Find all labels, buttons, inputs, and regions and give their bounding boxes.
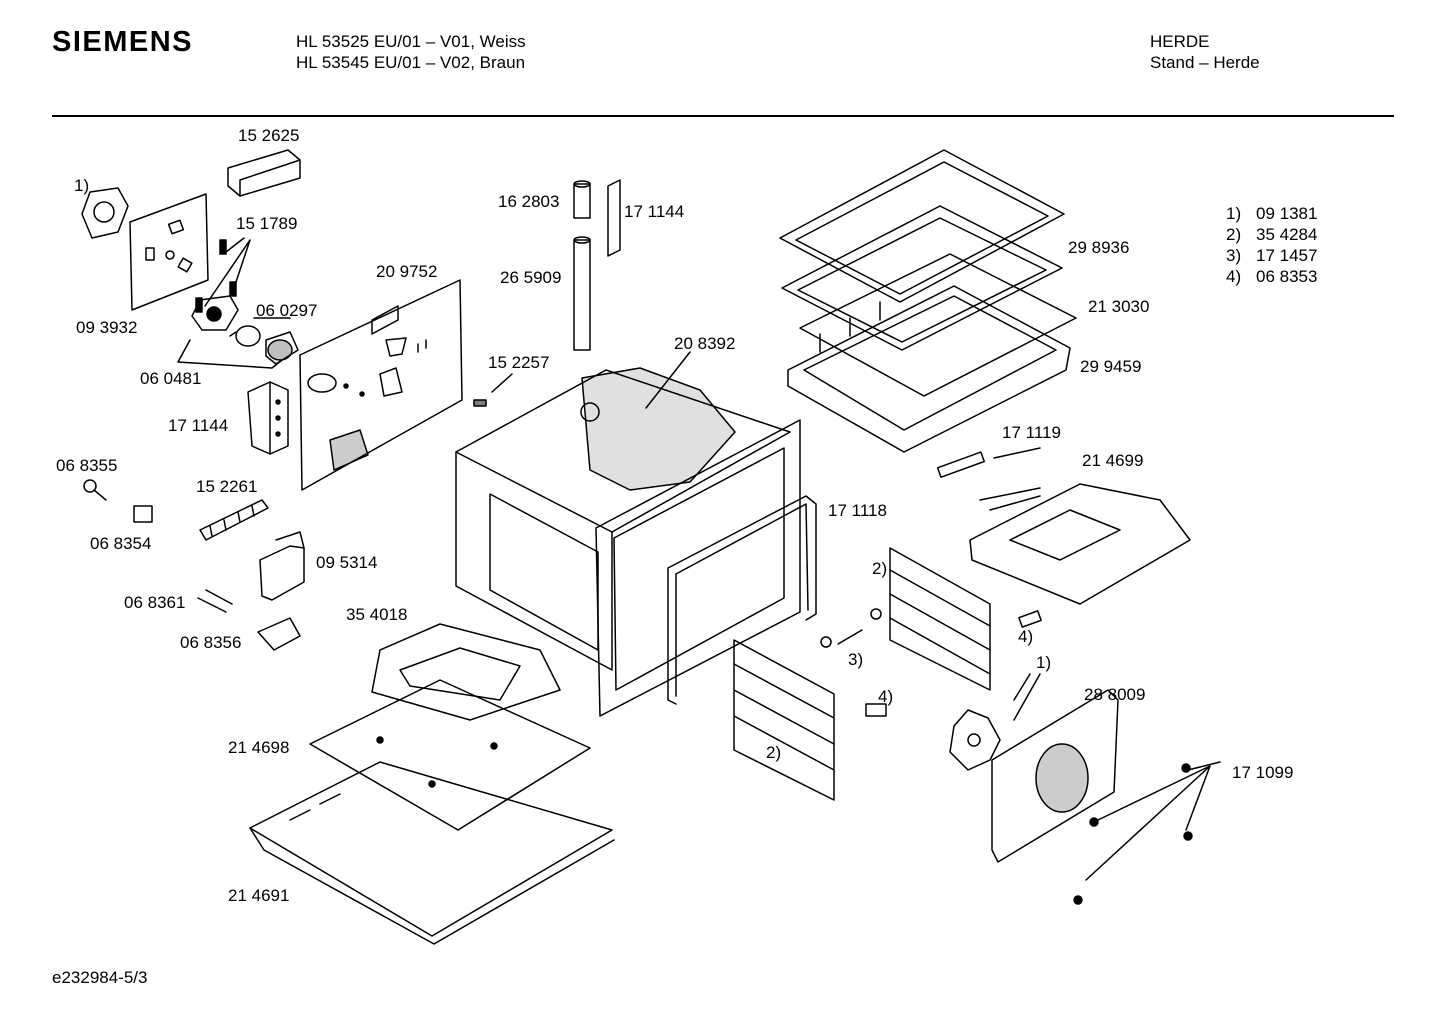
part-label: 15 1789: [236, 214, 298, 233]
ref-label: 1): [74, 176, 90, 195]
part-label: 21 4698: [228, 738, 290, 757]
side-racks-drawing: [733, 547, 1042, 801]
side-wall-209752-drawing: [299, 279, 463, 491]
bracket-152625-drawing: [227, 149, 301, 197]
rods-drawing: [473, 179, 691, 409]
part-label: 21 4699: [1082, 451, 1144, 470]
legend-value: 09 1381: [1256, 204, 1318, 223]
drawing-id: e232984-5/3: [52, 968, 148, 987]
screws-left-drawing: [83, 479, 305, 651]
part-label: 09 5314: [316, 553, 378, 572]
ref-label: 3): [848, 650, 864, 669]
legend-value: 17 1457: [1256, 246, 1318, 265]
part-label: 09 3932: [76, 318, 138, 337]
legend-row: 2) 35 4284: [1226, 224, 1317, 245]
part-label: 29 8936: [1068, 238, 1130, 257]
legend-key: 3): [1226, 246, 1242, 265]
legend-row: 1) 09 1381: [1226, 203, 1317, 224]
ref-label: 4): [1018, 627, 1034, 646]
model-line-1: HL 53525 EU/01 – V01, Weiss: [296, 32, 526, 51]
bottom-heater-plates-drawing: [249, 623, 615, 945]
legend-value: 35 4284: [1256, 225, 1318, 244]
header-divider: [52, 115, 1394, 117]
legend-value: 06 8353: [1256, 267, 1318, 286]
part-label: 21 3030: [1088, 297, 1150, 316]
model-line-2: HL 53545 EU/01 – V02, Braun: [296, 53, 526, 72]
part-label: 17 1118: [828, 501, 887, 520]
part-label: 17 1099: [1232, 763, 1294, 782]
ref-label: 1): [1036, 653, 1052, 672]
part-label: 06 0481: [140, 369, 202, 388]
footnote-legend: 1) 09 1381 2) 35 4284 3) 17 1457 4) 06 8353: [1226, 203, 1317, 287]
grill-element-214699-drawing: [936, 447, 1191, 605]
siemens-logo: SIEMENS: [52, 26, 194, 58]
part-label: 06 8361: [124, 593, 186, 612]
ref-label: 2): [872, 559, 888, 578]
door-seal-171118-drawing: [667, 495, 817, 705]
part-label: 06 0297: [256, 301, 318, 320]
oven-cavity-drawing: [455, 367, 801, 717]
trays-rack-drawing: [779, 149, 1077, 453]
part-label: 20 8392: [674, 334, 736, 353]
part-label: 16 2803: [498, 192, 560, 211]
ref-label: 4): [878, 687, 894, 706]
part-label: 15 2261: [196, 477, 258, 496]
legend-key: 1): [1226, 204, 1242, 223]
fan-cover-288009-drawing: [949, 673, 1221, 905]
part-label: 06 8354: [90, 534, 152, 553]
part-label: 15 2257: [488, 353, 550, 372]
legend-row: 4) 06 8353: [1226, 266, 1317, 287]
part-label: 17 1144: [168, 416, 229, 435]
legend-key: 2): [1226, 225, 1242, 244]
part-label: 17 1119: [1002, 423, 1061, 442]
legend-key: 4): [1226, 267, 1242, 286]
part-label: 06 8356: [180, 633, 242, 652]
part-label: 15 2625: [238, 126, 300, 145]
category-line-2: Stand – Herde: [1150, 53, 1260, 72]
legend-row: 3) 17 1457: [1226, 245, 1317, 266]
clips-151789-drawing: [195, 237, 251, 313]
part-label: 17 1144: [624, 202, 685, 221]
part-label: 35 4018: [346, 605, 408, 624]
part-label: 28 8009: [1084, 685, 1146, 704]
ref-label: 2): [766, 743, 782, 762]
hinge-bracket-171144-drawing: [247, 381, 289, 455]
part-label: 20 9752: [376, 262, 438, 281]
category-line-1: HERDE: [1150, 32, 1210, 51]
part-label: 29 9459: [1080, 357, 1142, 376]
control-plate-093932-drawing: [81, 187, 209, 311]
part-label: 06 8355: [56, 456, 118, 475]
part-label: 26 5909: [500, 268, 562, 287]
thermostat-lamp-drawing: [177, 295, 299, 369]
part-label: 21 4691: [228, 886, 290, 905]
